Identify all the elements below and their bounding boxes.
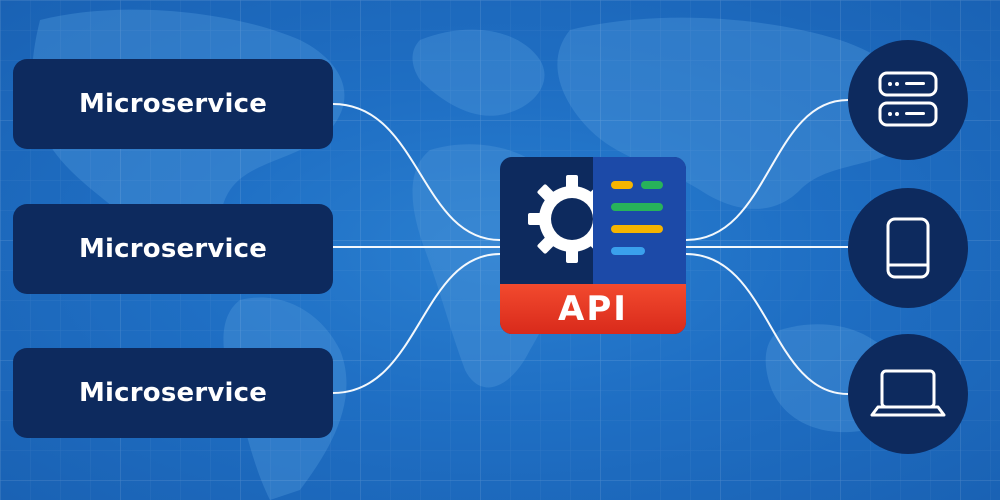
microservice-label: Microservice [78,89,268,119]
gear-icon [528,175,593,263]
server-icon [878,71,938,127]
connector-api-client1 [685,99,849,241]
client-node-tablet[interactable] [848,188,968,308]
document-lines-icon [611,181,663,255]
document-panel [593,157,686,284]
microservice-node-2[interactable]: Microservice [13,204,333,294]
connector-api-client3 [685,253,849,395]
microservice-node-1[interactable]: Microservice [13,59,333,149]
client-node-laptop[interactable] [848,334,968,454]
microservice-node-3[interactable]: Microservice [13,348,333,438]
api-banner: API [500,284,686,334]
api-label: API [558,289,628,329]
client-node-server[interactable] [848,40,968,160]
api-gateway-node[interactable]: API [500,157,686,334]
connector-ms1-api [332,103,501,241]
microservice-label: Microservice [78,378,268,408]
laptop-icon [870,369,946,417]
microservice-label: Microservice [78,234,268,264]
connector-ms3-api [332,253,501,394]
tablet-icon [886,217,930,279]
